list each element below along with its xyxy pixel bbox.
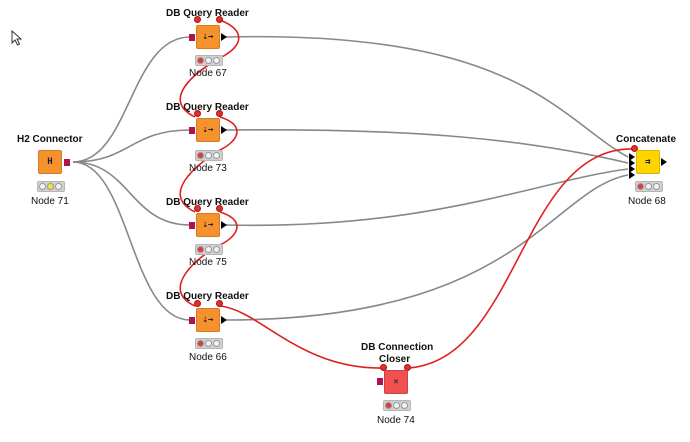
status-light-off [205,340,212,347]
flow-variable-port-out[interactable] [216,16,223,23]
status-light-off [213,152,220,159]
data-input-port-2[interactable] [629,159,635,167]
db-query-reader-icon: ⇣→ [196,213,220,237]
db-output-port[interactable] [64,159,70,166]
status-light-off [213,340,220,347]
node-label[interactable]: Node 68 [628,196,666,207]
flow-variable-port-in[interactable] [194,110,201,117]
status-traffic-light [635,181,663,192]
data-input-port-3[interactable] [629,165,635,173]
node-label[interactable]: Node 71 [31,196,69,207]
status-traffic-light [195,244,223,255]
flow-variable-port-out[interactable] [216,205,223,212]
status-traffic-light [383,400,411,411]
data-input-port-1[interactable] [629,153,635,161]
flow-variable-port-in[interactable] [194,300,201,307]
data-input-port-4[interactable] [629,171,635,179]
db-connection-wire-75 [72,161,191,226]
db-query-reader-icon: ⇣→ [196,308,220,332]
flow-variable-port-in[interactable] [194,16,201,23]
status-light-off [393,402,400,409]
data-wire-75 [225,168,629,227]
flow-variable-port-in[interactable] [380,364,387,371]
flow-variable-port-in[interactable] [631,145,638,152]
status-light-red [197,152,204,159]
h2-connector-icon: H [38,150,62,174]
flow-variable-port-out[interactable] [216,110,223,117]
node-title-line1: DB Connection [361,342,434,353]
status-light-off [205,152,212,159]
flow-wire-closer-concat [407,148,636,369]
data-wire-73 [225,129,629,164]
status-light-off [213,246,220,253]
flow-wire-66-closer [219,305,385,369]
db-connection-wire-67 [72,36,191,163]
db-connection-wire-66 [72,161,191,321]
concatenate-icon: ⇉ [636,150,660,174]
status-light-off [213,57,220,64]
status-light-red [385,402,392,409]
flow-variable-port-in[interactable] [194,205,201,212]
node-title: DB Query Reader [166,291,249,302]
node-label[interactable]: Node 66 [189,352,227,363]
node-label[interactable]: Node 75 [189,257,227,268]
status-light-off [55,183,62,190]
status-light-red [197,57,204,64]
data-output-port[interactable] [221,126,227,134]
db-input-port[interactable] [189,127,195,134]
db-input-port[interactable] [189,317,195,324]
node-title: DB Query Reader [166,8,249,19]
data-output-port[interactable] [661,158,667,166]
status-light-yellow [47,183,54,190]
status-light-off [401,402,408,409]
db-connection-closer-icon: ✕ [384,370,408,394]
db-connection-wire-73 [72,129,191,163]
data-wire-66 [225,174,629,321]
node-title: Concatenate [616,134,677,145]
status-light-off [205,246,212,253]
db-query-reader-icon: ⇣→ [196,118,220,142]
status-traffic-light [37,181,65,192]
node-label[interactable]: Node 73 [189,163,227,174]
db-query-reader-icon: ⇣→ [196,25,220,49]
status-light-off [645,183,652,190]
status-traffic-light [195,55,223,66]
status-traffic-light [195,338,223,349]
node-label[interactable]: Node 67 [189,68,227,79]
db-input-port[interactable] [377,378,383,385]
mouse-pointer-icon [11,30,23,46]
data-output-port[interactable] [221,33,227,41]
status-light-off [653,183,660,190]
db-input-port[interactable] [189,222,195,229]
status-traffic-light [195,150,223,161]
status-light-off [39,183,46,190]
data-wire-67 [225,35,629,158]
status-light-red [197,246,204,253]
node-title-line2: Closer [379,354,411,365]
status-light-red [197,340,204,347]
data-output-port[interactable] [221,316,227,324]
status-light-off [205,57,212,64]
flow-variable-port-out[interactable] [216,300,223,307]
data-output-port[interactable] [221,221,227,229]
node-title: H2 Connector [17,134,83,145]
node-title: DB Query Reader [166,197,249,208]
db-input-port[interactable] [189,34,195,41]
status-light-red [637,183,644,190]
node-title: DB Query Reader [166,102,249,113]
node-label[interactable]: Node 74 [377,415,415,426]
